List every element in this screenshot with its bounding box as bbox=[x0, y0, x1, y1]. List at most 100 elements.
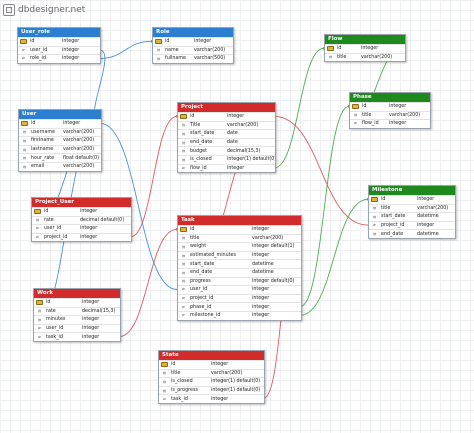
column-name: is_closed bbox=[171, 379, 193, 385]
table-title[interactable]: Role bbox=[153, 28, 233, 37]
field-icon: ▤ bbox=[369, 205, 380, 213]
table-title[interactable]: Milestone bbox=[369, 186, 455, 195]
column-name: lastname bbox=[31, 147, 54, 153]
relation-line-task-user[interactable] bbox=[99, 122, 178, 290]
foreign-key-icon: ⇄ bbox=[32, 225, 43, 233]
primary-key-icon bbox=[32, 208, 43, 216]
table-title[interactable]: User bbox=[19, 110, 101, 119]
field-glyph: ▤ bbox=[37, 309, 41, 314]
column-name: role_id bbox=[30, 56, 46, 62]
table-title[interactable]: Project_User bbox=[32, 198, 131, 207]
relation-line-user_role-role[interactable] bbox=[98, 40, 153, 59]
column-name: name bbox=[165, 47, 179, 53]
field-icon: ▤ bbox=[325, 54, 336, 62]
column-type: integer(1) default(0) bbox=[211, 388, 261, 394]
table-title[interactable]: Task bbox=[178, 216, 301, 225]
column-type: varchar(200) bbox=[63, 164, 95, 170]
primary-key-icon bbox=[153, 38, 164, 46]
table-title[interactable]: Project bbox=[178, 103, 275, 112]
relation-line-task-milestone[interactable] bbox=[299, 198, 369, 316]
table-title[interactable]: User_role bbox=[18, 28, 100, 37]
relation-line-task-phase[interactable] bbox=[299, 105, 350, 308]
relation-line-milestone-project[interactable] bbox=[273, 115, 369, 226]
field-icon: ▤ bbox=[369, 213, 380, 221]
table-title[interactable]: Work bbox=[34, 289, 120, 298]
table-title[interactable]: State bbox=[159, 351, 264, 360]
table-title[interactable]: Flow bbox=[325, 35, 405, 44]
field-glyph: ▤ bbox=[181, 131, 185, 136]
column-name: end_date bbox=[190, 140, 213, 146]
relation-line-project_user-project[interactable] bbox=[129, 115, 178, 238]
relation-line-work-task[interactable] bbox=[118, 228, 178, 338]
relation-line-project-flow[interactable] bbox=[273, 47, 325, 169]
column-type: integer bbox=[389, 104, 407, 110]
table-title[interactable]: Phase bbox=[350, 93, 430, 102]
